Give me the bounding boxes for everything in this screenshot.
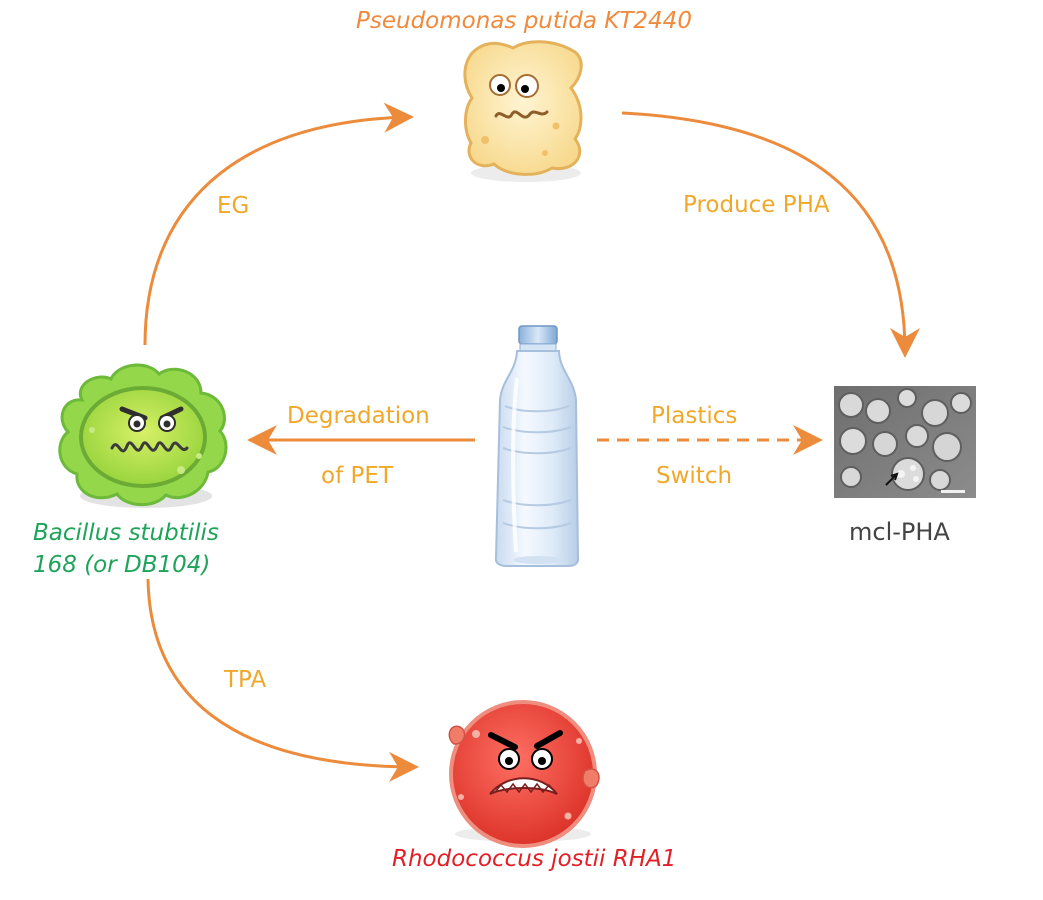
eg-label: EG: [217, 193, 250, 219]
bacillus-label-line-2: 168 (or DB104): [33, 552, 211, 578]
bacillus-cartoon: [58, 363, 228, 508]
water-bottle-icon: [494, 325, 580, 567]
degradation-label-line-2: of PET: [321, 463, 393, 489]
rhodococcus-label: Rhodococcus jostii RHA1: [392, 846, 677, 872]
tpa-arrow: [146, 578, 419, 782]
plastics-label-line-1: Plastics: [651, 403, 738, 429]
pseudomonas-label: Pseudomonas putida KT2440: [356, 8, 692, 34]
tpa-label: TPA: [224, 667, 267, 693]
mcl-pha-micrograph: [834, 386, 976, 498]
produce-pha-label: Produce PHA: [683, 192, 830, 218]
degradation-label-line-1: Degradation: [287, 403, 430, 429]
rhodococcus-cartoon: [448, 700, 600, 848]
eg-arrow: [143, 102, 414, 346]
pseudomonas-cartoon: [463, 40, 583, 182]
bacillus-label-line-1: Bacillus stubtilis: [33, 520, 219, 546]
plastics-label-line-2: Switch: [656, 463, 733, 489]
produce-pha-arrow: [621, 111, 920, 358]
mcl-pha-label: mcl-PHA: [849, 518, 950, 546]
bacillus-label: Bacillus stubtilis 168 (or DB104): [33, 517, 219, 581]
